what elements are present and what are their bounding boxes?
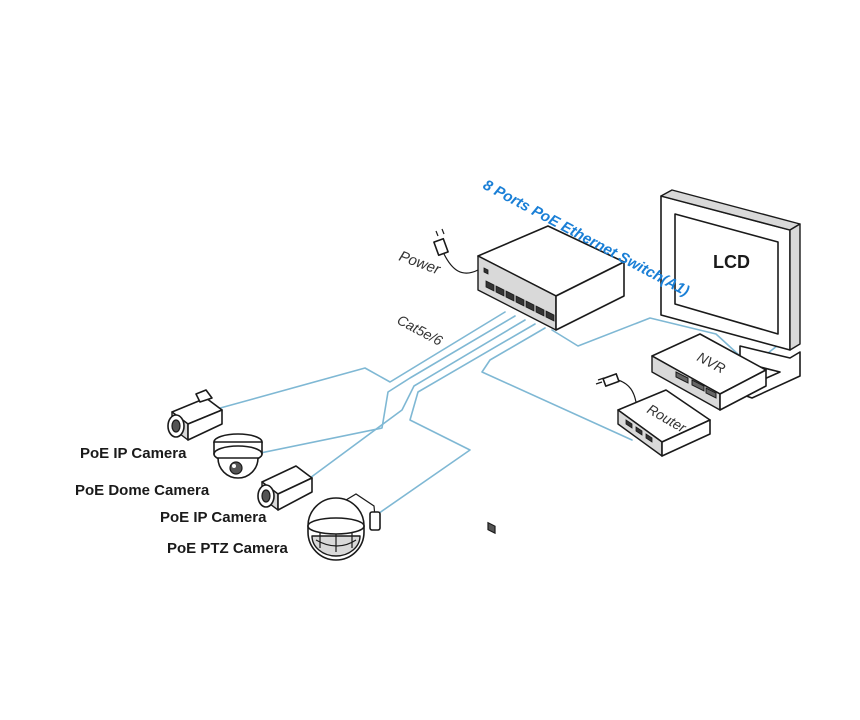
cable-type-label: Cat5e/6 <box>395 312 446 349</box>
router-power-adapter-icon <box>595 373 637 403</box>
power-label: Power <box>397 248 444 279</box>
lcd-label: LCD <box>713 252 750 272</box>
cable-router <box>481 327 633 441</box>
switch-ports <box>487 521 496 535</box>
cable-nvr <box>551 317 741 357</box>
ptz-camera-label: PoE PTZ Camera <box>167 540 289 557</box>
nvr-recorder-icon <box>651 333 767 411</box>
port-row <box>483 267 555 322</box>
bullet-camera-icon <box>257 465 313 511</box>
bullet-camera-icon <box>167 389 223 441</box>
power-adapter-icon <box>433 228 479 274</box>
cable-camera-1 <box>212 311 506 411</box>
cable-ptz-camera <box>371 323 536 519</box>
cable-camera-2 <box>309 319 526 479</box>
camera-2-label: PoE IP Camera <box>160 509 267 526</box>
ptz-camera-icon <box>307 493 381 561</box>
dome-camera-label: PoE Dome Camera <box>75 482 210 499</box>
poe-switch <box>477 225 625 535</box>
router-icon <box>617 389 711 457</box>
cables <box>212 299 783 519</box>
dome-camera-icon <box>213 433 263 479</box>
camera-1-label: PoE IP Camera <box>80 445 187 462</box>
lcd-monitor: LCD <box>660 189 801 399</box>
cable-dome-camera <box>245 315 516 457</box>
